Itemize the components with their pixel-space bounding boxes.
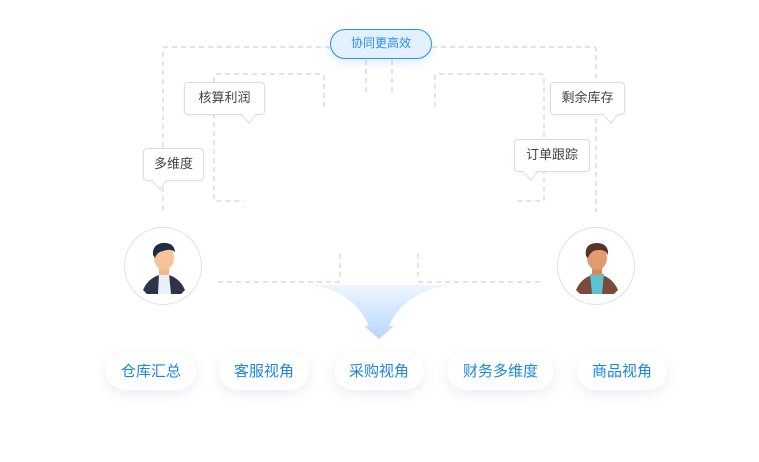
person-icon: [143, 242, 185, 294]
bubble-remaining-stock-label: 剩余库存: [561, 91, 614, 106]
bubble-order-tracking-label: 订单跟踪: [525, 148, 578, 163]
inner-left-connector: [213, 73, 325, 202]
bubble-profit-label: 核算利润: [198, 91, 251, 106]
inner-right-connector: [434, 73, 545, 202]
chip-purchasing-view[interactable]: 采购视角: [334, 352, 424, 390]
avatar-left: [124, 227, 202, 305]
bottom-right-connector: [417, 250, 540, 283]
outer-right-connector: [432, 46, 597, 212]
bubble-multi-dimension-label: 多维度: [153, 157, 193, 172]
collaboration-badge: 协同更高效: [330, 29, 432, 59]
bubble-profit: 核算利润: [184, 82, 265, 124]
chip-customer-service-view[interactable]: 客服视角: [219, 352, 309, 390]
chip-warehouse-summary[interactable]: 仓库汇总: [106, 352, 196, 390]
chip-product-view[interactable]: 商品视角: [577, 352, 667, 390]
bubble-order-tracking: 订单跟踪: [514, 139, 590, 181]
person-icon: [576, 243, 618, 294]
bottom-left-connector: [218, 250, 341, 283]
avatar-right: [557, 227, 635, 305]
bubble-remaining-stock: 剩余库存: [550, 82, 625, 124]
merge-arrow: [312, 285, 450, 339]
chip-finance-multi-dimension[interactable]: 财务多维度: [447, 352, 554, 390]
bubble-multi-dimension: 多维度: [143, 148, 204, 190]
outer-left-connector: [162, 46, 330, 212]
